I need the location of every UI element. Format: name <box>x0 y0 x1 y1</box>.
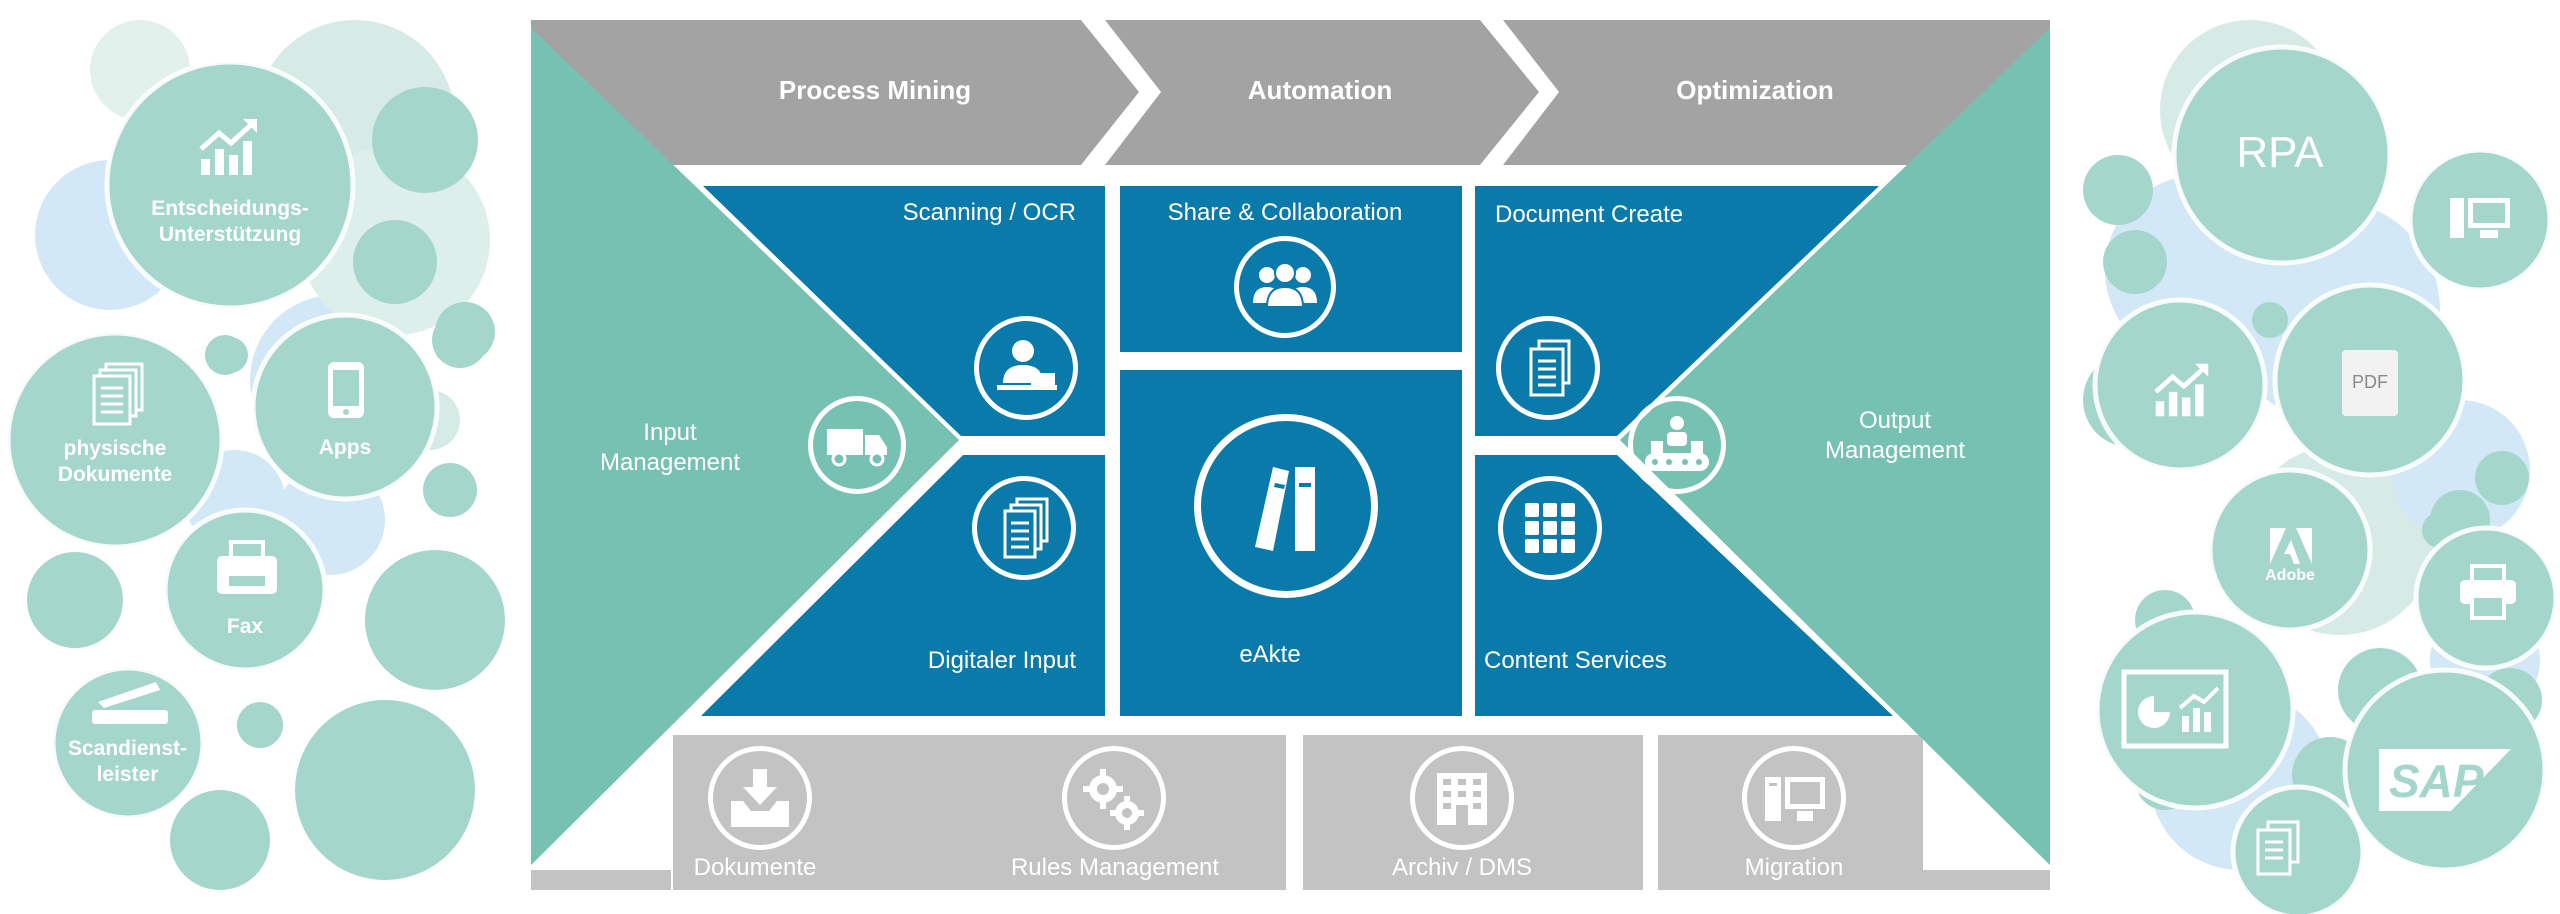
phase-optimization-label: Optimization <box>1676 75 1834 105</box>
chart-up-icon <box>2154 363 2209 417</box>
content-services-label: Content Services <box>1484 647 1667 674</box>
conveyor-icon <box>1628 396 1726 494</box>
building-icon <box>1410 746 1514 850</box>
scanner-icon <box>92 682 168 724</box>
document-icon <box>2256 820 2300 876</box>
chevron-automation <box>1105 20 1539 165</box>
pdf-file-icon: PDF <box>2342 350 2398 416</box>
pdf-label: PDF <box>2352 372 2388 392</box>
dokumente-label: Dokumente <box>693 854 817 881</box>
physical-documents-label: physische Dokumente <box>57 437 173 487</box>
gears-icon <box>1062 746 1166 850</box>
left-bubble-cloud <box>5 20 505 890</box>
output-management-label: Output Management <box>1824 407 1966 464</box>
group-icon <box>1234 236 1336 338</box>
apps-label: Apps <box>318 436 372 459</box>
document-create-label: Document Create <box>1495 201 1684 228</box>
chevron-process-mining <box>531 20 1139 165</box>
grid-icon <box>1498 476 1602 580</box>
sap-logo-icon: SAP <box>2379 749 2511 811</box>
document-icon <box>1496 316 1600 420</box>
smartphone-icon <box>328 362 364 418</box>
user-at-desk-icon <box>974 316 1078 420</box>
svg-text:SAP: SAP <box>2389 755 2484 807</box>
paper-stack-icon <box>92 362 144 426</box>
scanning-label: Scanning / OCR <box>902 199 1076 226</box>
phase-automation-label: Automation <box>1247 75 1393 105</box>
presentation-icon <box>2121 669 2229 749</box>
adobe-label: Adobe <box>2265 567 2315 584</box>
chart-up-icon <box>199 119 257 175</box>
fax-icon <box>217 540 277 594</box>
input-management-label: Input Management <box>599 419 741 476</box>
truck-icon <box>808 396 906 494</box>
phase-process-mining-label: Process Mining <box>778 75 972 105</box>
chevron-optimization <box>1503 20 2050 165</box>
decision-support-label: Entscheidungs- Unterstützung <box>151 197 309 247</box>
rules-management-label: Rules Management <box>1010 854 1220 881</box>
fax-label: Fax <box>226 615 264 638</box>
eakte-label: eAkte <box>1239 641 1301 668</box>
right-bubble-cloud <box>2083 20 2559 914</box>
computer-icon <box>2450 198 2510 238</box>
inbox-download-icon <box>708 746 812 850</box>
printer-icon <box>2460 564 2516 620</box>
adobe-icon <box>2270 528 2312 564</box>
documents-icon <box>972 476 1076 580</box>
scan-provider-label: Scandienst- leister <box>67 737 188 787</box>
digital-input-label: Digitaler Input <box>927 647 1076 674</box>
rpa-label: RPA <box>2236 128 2324 177</box>
archiv-dms-label: Archiv / DMS <box>1391 854 1532 881</box>
share-label: Share & Collaboration <box>1167 199 1403 226</box>
binders-icon <box>1194 414 1378 598</box>
migration-label: Migration <box>1744 854 1844 881</box>
computer-icon <box>1742 746 1846 850</box>
